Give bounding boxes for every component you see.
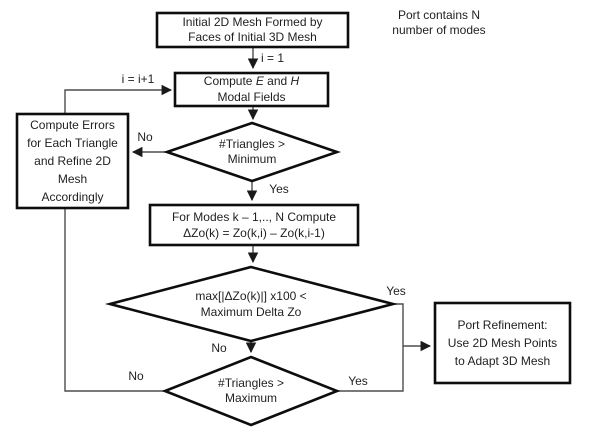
- max-check-diamond: [161, 355, 341, 427]
- label-iter-increment: i = i+1: [121, 72, 155, 86]
- label-min-yes: Yes: [269, 182, 289, 196]
- compute-fields-box-text: Compute E and H Modal Fields: [203, 74, 300, 104]
- initial-mesh-box-text: Initial 2D Mesh Formed by Faces of Initi…: [182, 14, 323, 45]
- for-modes-box-text: For Modes k – 1,.., N Compute ΔZo(k) = Z…: [171, 209, 337, 241]
- port-refinement-box-text: Port Refinement: Use 2D Mesh Points to A…: [447, 318, 558, 368]
- max-check-diamond-text: #Triangles > Maximum: [218, 375, 284, 406]
- delta-check-diamond-text: max[|ΔZo(k)|] x100 < Maximum Delta Zo: [195, 288, 307, 319]
- compute-fields-box: [173, 71, 330, 108]
- note-line-1: Port contains N: [397, 8, 481, 22]
- port-refinement-box: [433, 301, 572, 385]
- label-min-no: No: [137, 130, 153, 144]
- for-modes-box: [148, 203, 360, 247]
- label-max-yes: Yes: [348, 374, 368, 388]
- connector-max-no-to-refine: [64, 209, 165, 392]
- label-iter-init: i = 1: [261, 51, 285, 65]
- label-delta-yes: Yes: [386, 284, 406, 298]
- initial-mesh-box: [155, 11, 350, 49]
- note-line-2: number of modes: [392, 23, 486, 37]
- connector-refine-to-compute-loop: [64, 84, 173, 114]
- label-max-no: No: [128, 369, 144, 383]
- refine-mesh-box: [15, 112, 130, 210]
- min-check-diamond: [162, 121, 342, 183]
- refine-mesh-box-text: Compute Errors for Each Triangle and Ref…: [27, 118, 118, 204]
- port-modes-note: Port contains N number of modes: [375, 8, 503, 38]
- delta-check-diamond: [104, 265, 399, 343]
- label-delta-no: No: [211, 341, 227, 355]
- min-check-diamond-text: #Triangles > Minimum: [219, 136, 285, 167]
